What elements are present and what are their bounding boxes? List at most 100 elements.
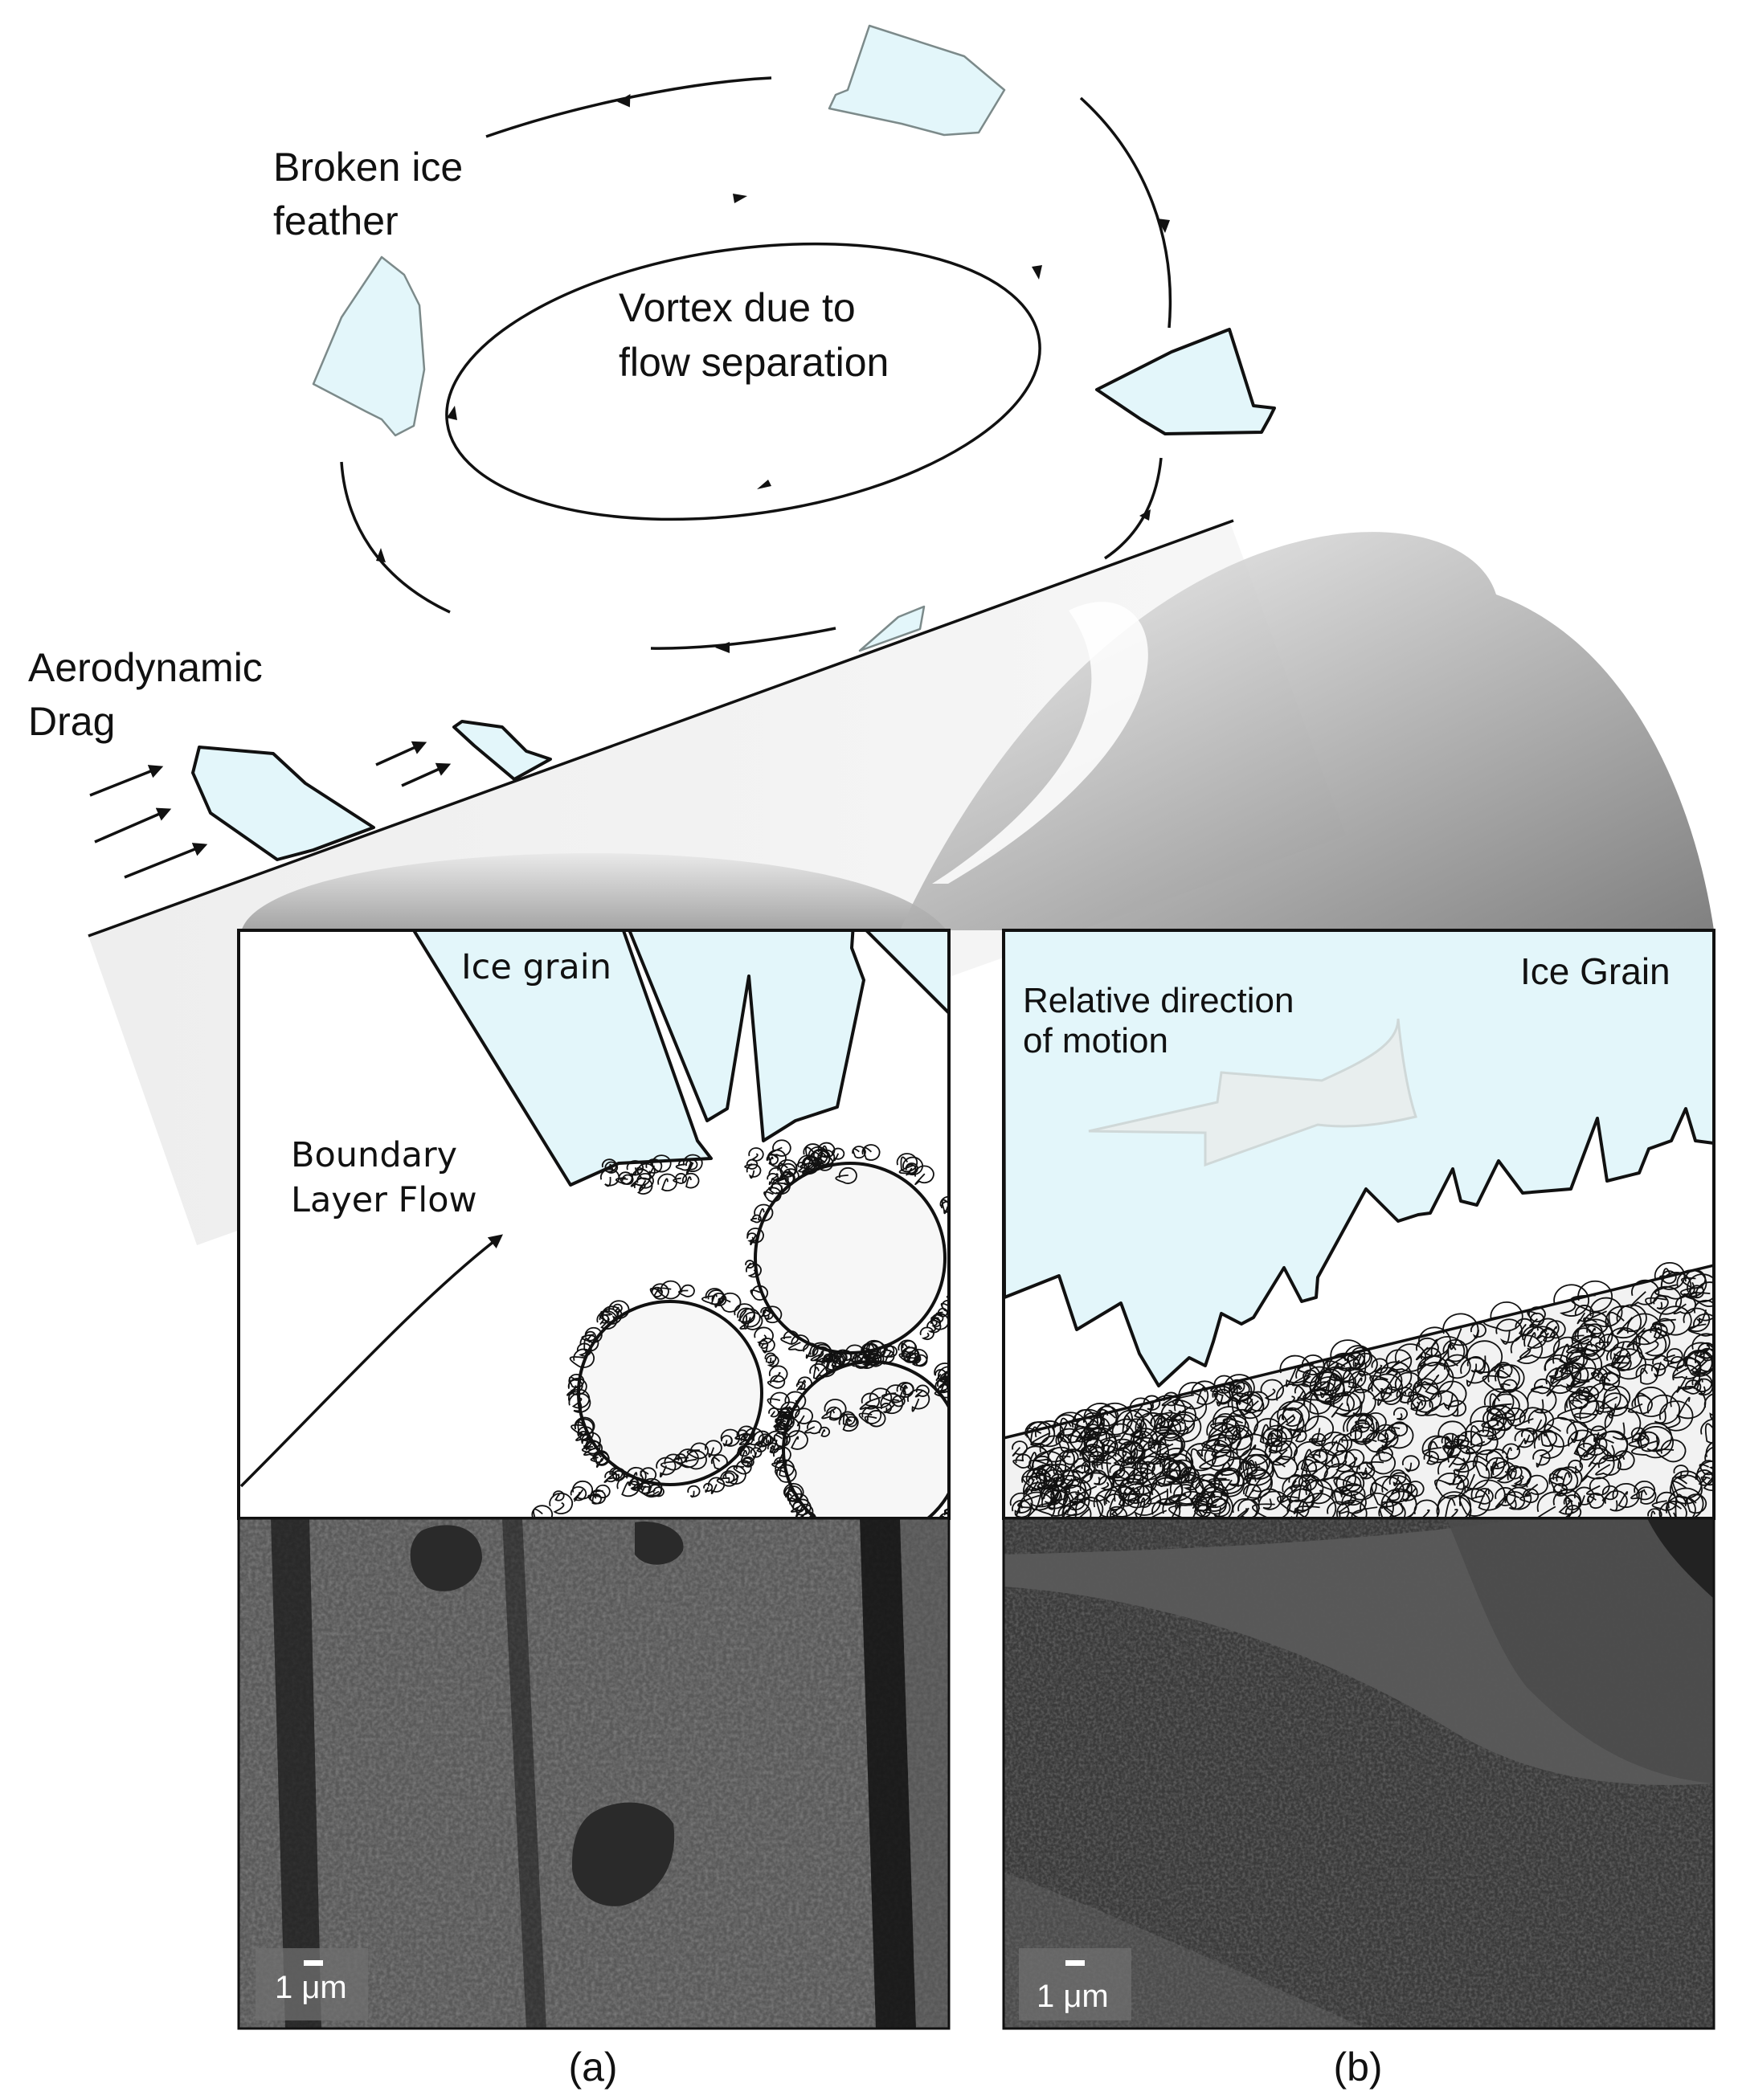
cnt-loop [1519, 1488, 1540, 1504]
cnt-loop [1200, 1486, 1229, 1512]
cnt-loop [1024, 1421, 1056, 1448]
cnt-loop [1340, 1412, 1380, 1443]
cnt-loop [745, 1260, 754, 1269]
cnt-loop [1531, 1378, 1552, 1395]
cnt-loop [1441, 1432, 1460, 1450]
cnt-loop [1628, 1432, 1650, 1449]
label-relative-2: of motion [1023, 1021, 1168, 1060]
cnt-loop [1471, 1488, 1494, 1505]
cnt-loop [821, 1354, 840, 1372]
cnt-loop [803, 1156, 821, 1172]
cnt-loop [1032, 1455, 1053, 1476]
cnt-loop [1143, 1395, 1161, 1411]
cnt-loop [898, 1339, 918, 1358]
cnt-loop [1047, 1446, 1075, 1475]
cnt-loop [865, 1387, 893, 1408]
cnt-loop [1401, 1455, 1420, 1473]
cnt-loop [1634, 1387, 1668, 1418]
cnt-loop [1673, 1295, 1696, 1315]
cnt-loop [1122, 1467, 1158, 1495]
cnt-loop [1552, 1483, 1568, 1497]
cnt-loop [1566, 1390, 1598, 1419]
cnt-loop [575, 1418, 595, 1436]
cnt-loop [950, 1386, 960, 1396]
curved-arrow-left-icon [1088, 1018, 1417, 1167]
cnt-loop [1369, 1476, 1405, 1508]
cnt-loop [1210, 1413, 1237, 1433]
cnt-loop [1658, 1400, 1694, 1432]
cnt-loop [1291, 1364, 1321, 1387]
cnt-loop [1705, 1440, 1714, 1467]
cnt-loop [782, 1168, 799, 1184]
cnt-loop [686, 1442, 709, 1460]
surface-line [88, 519, 1234, 938]
cnt-loop [1566, 1420, 1589, 1444]
cnt-loop [1369, 1367, 1403, 1395]
cnt-loop [651, 1286, 663, 1297]
cnt-loop [852, 1351, 871, 1369]
cnt-loop [1510, 1334, 1544, 1364]
cnt-loop [1564, 1505, 1582, 1518]
cnt-loop [948, 1284, 949, 1286]
cnt-loop [1609, 1341, 1643, 1371]
cnt-loop [1379, 1361, 1413, 1391]
cnt-loop [611, 1467, 626, 1481]
cnt-loop [590, 1452, 604, 1464]
caption-a: (a) [568, 2045, 617, 2090]
cnt-loop [1371, 1373, 1404, 1406]
cnt-loop [649, 1283, 669, 1300]
cnt-loop [660, 1453, 683, 1471]
cnt-loop [956, 1389, 976, 1407]
cnt-loop [840, 1350, 853, 1362]
cnt-loop [1695, 1469, 1714, 1486]
cnt-loop [1670, 1474, 1703, 1505]
cnt-loop [963, 1476, 976, 1488]
cnt-loop [1332, 1391, 1362, 1417]
cnt-loop [919, 1326, 934, 1341]
cnt-loop [1168, 1490, 1208, 1518]
label-ice-grain-b: Ice Grain [1520, 950, 1671, 992]
cnt-loop [1586, 1323, 1603, 1338]
cnt-loop [1024, 1421, 1050, 1444]
scale-bar-b: 1 μm [1037, 1979, 1109, 2014]
cnt-loop [531, 1505, 554, 1518]
cnt-loop [926, 1319, 942, 1334]
cnt-loop [744, 1158, 759, 1170]
cnt-loop [1331, 1449, 1356, 1473]
cnt-loop [1233, 1382, 1250, 1398]
cnt-loop [1343, 1367, 1367, 1389]
cnt-loop [1093, 1489, 1125, 1518]
cnt-loop [1460, 1357, 1490, 1387]
cnt-loop [795, 1407, 813, 1427]
cnt-loop [1470, 1322, 1487, 1339]
cnt-loop [1569, 1394, 1589, 1410]
cnt-loop [746, 1228, 764, 1246]
cnt-loop [1327, 1501, 1350, 1518]
label-drag-2: Drag [28, 699, 115, 744]
cnt-loop [568, 1374, 585, 1388]
cnt-loop [1388, 1472, 1412, 1495]
cnt-loop [966, 1467, 984, 1485]
cnt-loop [1515, 1318, 1535, 1336]
cnt-loop [1482, 1419, 1506, 1441]
cnt-loop [549, 1493, 574, 1514]
cnt-loop [859, 1392, 880, 1410]
cnt-loop [1529, 1312, 1545, 1327]
cnt-loop [1416, 1355, 1450, 1387]
cnt-loop [1199, 1443, 1235, 1472]
cnt-loop [1371, 1358, 1388, 1374]
cnt-loop [1447, 1444, 1478, 1473]
cnt-loop [1437, 1456, 1470, 1485]
cnt-loop [1631, 1426, 1675, 1459]
cnt-loop [1260, 1379, 1284, 1401]
cnt-loop [1385, 1349, 1413, 1375]
cnt-loop [1646, 1394, 1681, 1425]
cnt-loop [961, 1404, 978, 1418]
cnt-loop [941, 1200, 949, 1215]
cnt-loop [1304, 1416, 1334, 1444]
cnt-loop [1490, 1393, 1520, 1420]
scale-bar-a: 1 μm [275, 1970, 347, 2005]
cnt-loop [826, 1406, 842, 1421]
cnt-loop [1635, 1363, 1658, 1385]
cnt-loop [1430, 1335, 1466, 1371]
